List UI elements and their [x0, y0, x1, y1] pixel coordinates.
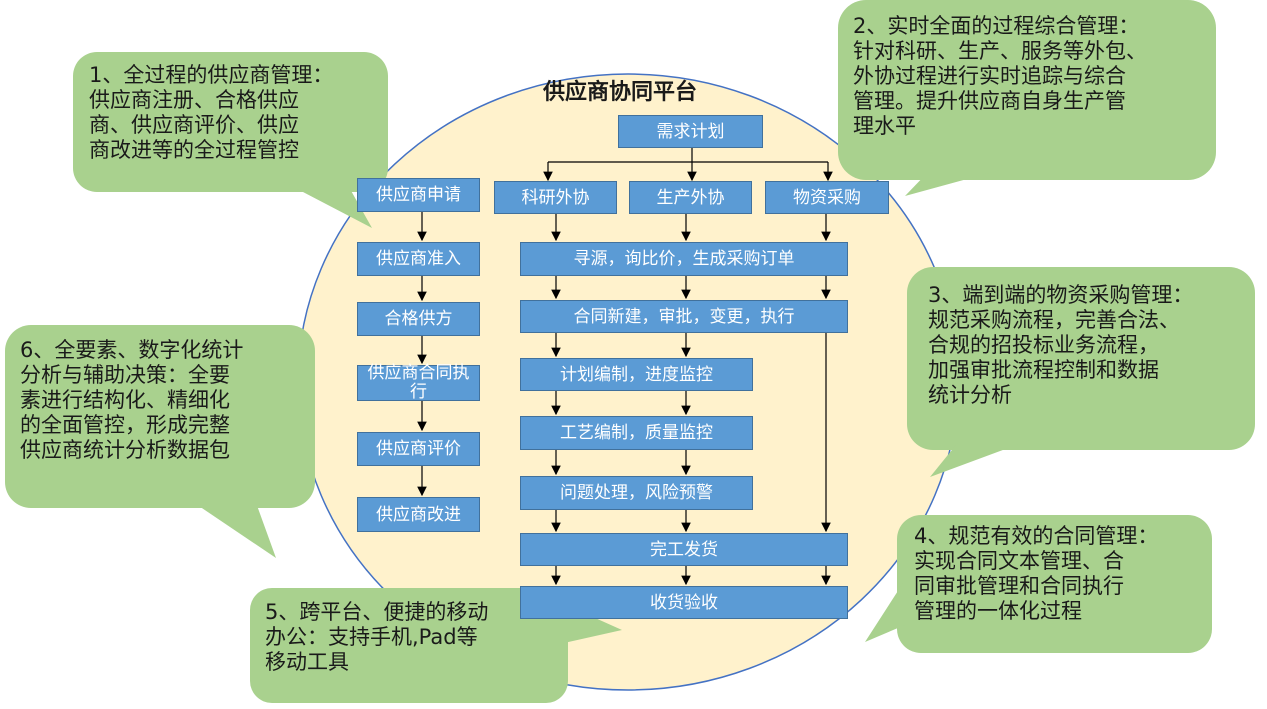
callout-3-bubble [907, 267, 1255, 477]
node-production-outsourcing: 生产外协 [629, 181, 752, 214]
callout-1-text: 1、全过程的供应商管理： 供应商注册、合格供应 商、供应商评价、供应 商改进等的… [89, 63, 334, 162]
node-supplier-improvement: 供应商改进 [357, 497, 480, 532]
callout-2-text: 2、实时全面的过程综合管理： 针对科研、生产、服务等外包、 外协过程进行实时追踪… [853, 14, 1147, 138]
callout-6-text: 6、全要素、数字化统计 分析与辅助决策：全要 素进行结构化、精细化 的全面管控，… [20, 338, 244, 462]
node-receipt-acceptance: 收货验收 [520, 586, 848, 619]
callout-3-text: 3、端到端的物资采购管理： 规范采购流程，完善合法、 合规的招投标业务流程， 加… [928, 283, 1194, 407]
callout-1-bubble [73, 52, 388, 228]
node-sourcing: 寻源，询比价，生成采购订单 [520, 242, 848, 276]
node-supplier-apply: 供应商申请 [357, 178, 480, 212]
node-qualified-supplier: 合格供方 [357, 302, 480, 336]
node-plan-progress: 计划编制，进度监控 [520, 358, 753, 391]
diagram-title: 供应商协同平台 [542, 80, 697, 105]
branch-arrows [543, 162, 833, 242]
node-supplier-admission: 供应商准入 [357, 242, 480, 276]
node-material-procurement: 物资采购 [765, 181, 889, 214]
node-contract: 合同新建，审批，变更，执行 [520, 300, 848, 333]
callout-4-text: 4、规范有效的合同管理： 实现合同文本管理、合 同审批管理和合同执行 管理的一体… [914, 524, 1159, 623]
node-supplier-contract-execution: 供应商合同执行 [357, 364, 480, 402]
callout-4-bubble [865, 515, 1212, 653]
callout-6-bubble [5, 325, 315, 558]
flow-arrows [551, 276, 831, 586]
node-supplier-evaluation: 供应商评价 [357, 432, 480, 466]
node-issue-risk: 问题处理，风险预警 [520, 476, 753, 510]
callout-5-text: 5、跨平台、便捷的移动 办公：支持手机,Pad等 移动工具 [265, 600, 489, 674]
node-research-outsourcing: 科研外协 [494, 181, 617, 214]
callout-2-bubble [838, 0, 1216, 196]
node-demand-plan: 需求计划 [618, 115, 763, 148]
node-completion-shipping: 完工发货 [520, 533, 848, 566]
node-process-quality: 工艺编制，质量监控 [520, 416, 753, 450]
demand-branch-lines [548, 148, 828, 163]
